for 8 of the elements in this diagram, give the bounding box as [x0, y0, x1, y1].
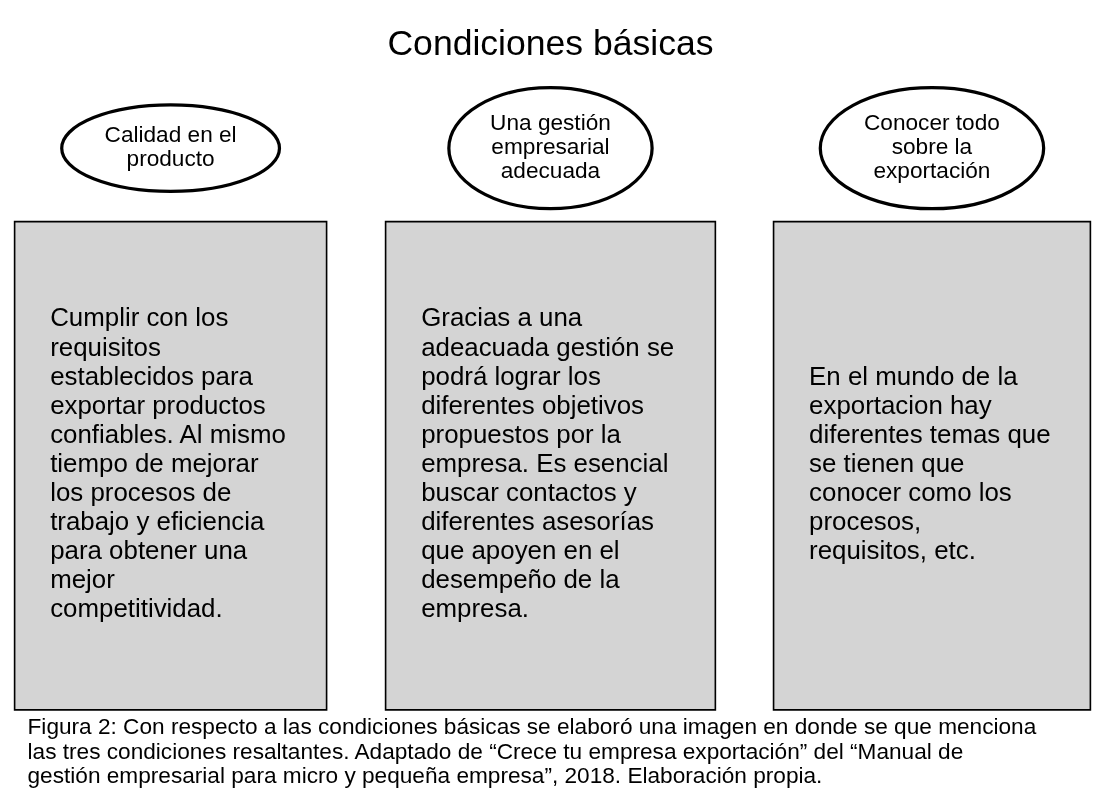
node-box: En el mundo de la exportacion hay diferentes temas que se tienen que conocer como los procesos, requisitos, etc.	[772, 220, 1092, 711]
caption: Figura 2: Con respecto a las condiciones básicas se elaboró una imagen en donde se que menciona las tres condiciones resaltantes. Adaptado de “Crece tu empresa exportación” del “Manual de gestión empresarial para micro y pequeña empresa”, 2018. Elaboración propia.	[27, 713, 1037, 788]
node-box: Cumplir con los requisitos establecidos para exportar productos confiables. Al mismo tiempo de mejorar los procesos de trabajo y eficiencia para obtener una mejor competitividad.	[13, 220, 328, 711]
node-ellipse: Calidad en el producto	[60, 102, 282, 193]
node-box: Gracias a una adeacuada gestión se podrá lograr los diferentes objetivos propuestos por la empresa. Es esencial buscar contactos y diferentes asesorías que apoyen en el desempeño de la empresa.	[384, 220, 717, 711]
node-ellipse: Una gestión empresarial adecuada	[447, 85, 654, 210]
diagram-title: Condiciones básicas	[387, 22, 714, 63]
node-ellipse: Conocer todo sobre la exportación	[818, 85, 1046, 210]
